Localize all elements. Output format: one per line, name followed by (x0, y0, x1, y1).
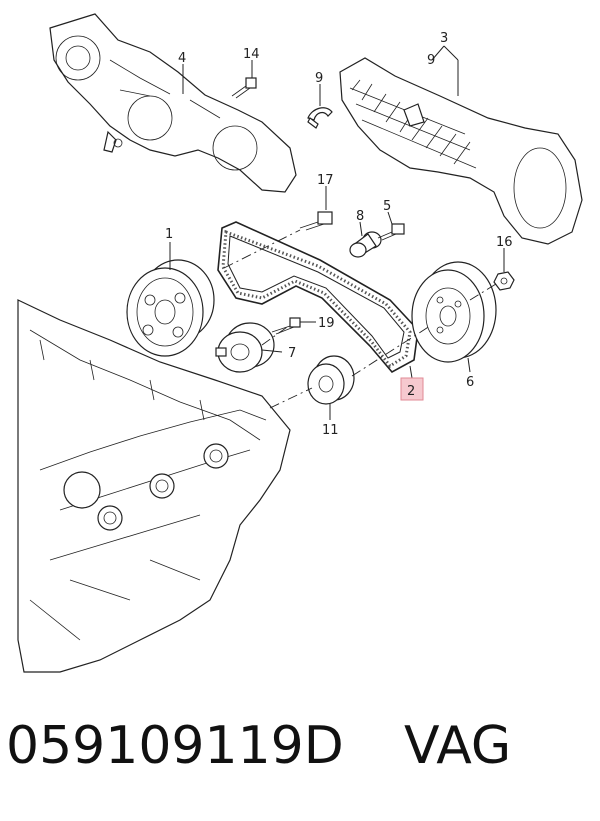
spacer-8 (349, 231, 382, 258)
bolt-19 (271, 317, 301, 335)
callout-1: 1 (165, 227, 173, 242)
tensioner-roller (215, 322, 275, 373)
callout-9: 9 (315, 71, 323, 86)
callout-2: 2 (407, 384, 415, 399)
callout-14: 14 (243, 47, 260, 62)
rear-timing-cover (49, 13, 297, 193)
front-timing-cover (339, 57, 583, 245)
assembly-lines (223, 229, 497, 409)
callout-8: 8 (356, 209, 364, 224)
callout-19: 19 (318, 316, 335, 331)
callout-7: 7 (288, 346, 296, 361)
timing-belt (217, 221, 419, 374)
crankshaft-sprocket (307, 355, 355, 405)
diagram-stage: 1 2 3 9 4 5 6 7 8 9 11 14 16 17 19 (17, 13, 583, 673)
bolt-14 (231, 77, 257, 99)
engine-block (17, 299, 291, 673)
footer: 059109119D VAG (0, 700, 600, 810)
callout-4: 4 (178, 51, 186, 66)
callout-17: 17 (317, 173, 334, 188)
highlight-box-2 (400, 377, 424, 401)
callout-5: 5 (383, 199, 391, 214)
callout-3: 3 (440, 31, 448, 46)
callout-11: 11 (322, 423, 339, 438)
camshaft-sprocket (126, 259, 215, 357)
part-number: 059109119D (6, 716, 344, 776)
timing-belt-exploded-diagram: 1 2 3 9 4 5 6 7 8 9 11 14 16 17 19 (17, 13, 583, 673)
nut-16 (493, 271, 515, 291)
callout-labels: 1 2 3 9 4 5 6 7 8 9 11 14 16 17 19 (165, 31, 513, 438)
bolt-17 (299, 211, 333, 231)
callout-6: 6 (466, 375, 474, 390)
leader-lines (169, 45, 505, 420)
clip-9 (307, 107, 333, 129)
callout-16: 16 (496, 235, 513, 250)
callout-3-sub-9: 9 (427, 53, 435, 68)
bolt-5 (377, 223, 405, 241)
vibration-damper (411, 261, 497, 363)
brand-label: VAG (404, 716, 512, 776)
